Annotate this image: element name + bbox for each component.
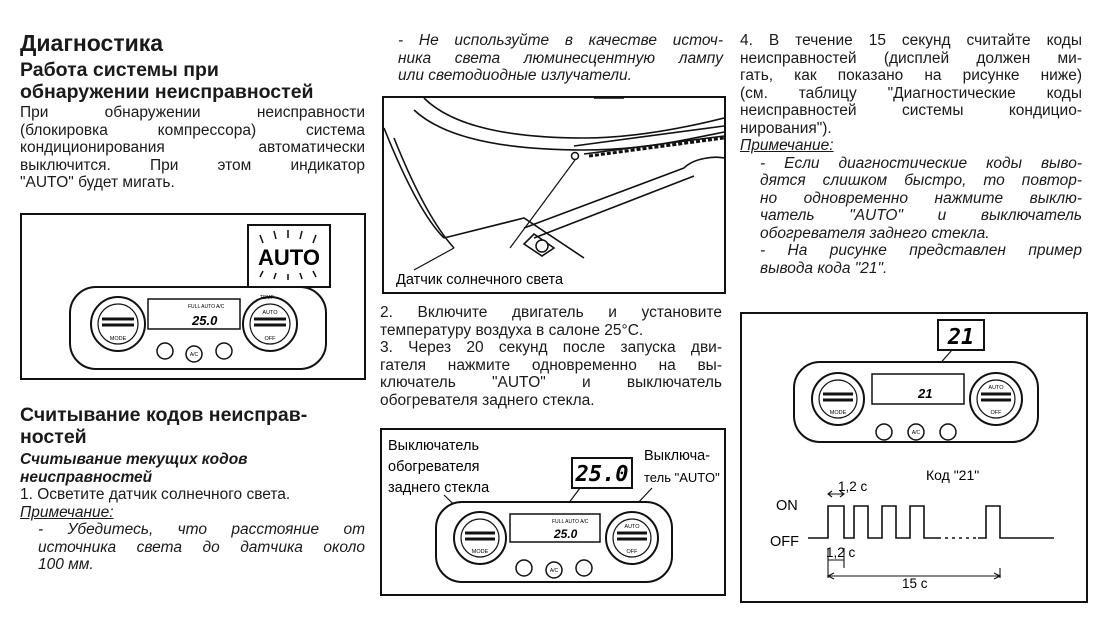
display-value: 25.0 [575, 462, 629, 487]
rear-defog-label-line2: обогревателя [388, 459, 480, 475]
mode-label-3: MODE [830, 410, 847, 416]
step-4: 4. В течение 15 секунд считайте коды неи… [740, 32, 1082, 277]
mode-label-2: MODE [472, 549, 489, 555]
auto-switch-label-line2: тель "AUTO" [644, 470, 720, 485]
figure-code-21: 21 MODE AUTO OFF 21 A/C Код "21" ON OFF … [740, 312, 1088, 603]
rear-defog-label-line1: Выключатель [388, 438, 479, 454]
column-1-lower: Считывание кодов неисправ- ностей Считыв… [20, 404, 365, 574]
pulse-label-top: 1,2 с [838, 479, 868, 494]
code-title: Код "21" [926, 467, 979, 483]
off-knob-label-3: OFF [991, 410, 1003, 416]
code-timing-illustration: 21 MODE AUTO OFF 21 A/C Код "21" ON OFF … [770, 319, 1054, 591]
figure-switches: Выключатель обогревателя заднего стекла … [380, 428, 726, 596]
steps-2-3: 2. Включите двигатель и установите темпе… [380, 304, 722, 409]
ac-button-label: A/C [190, 352, 199, 358]
lcd-top-text: FULL AUTO A/C [188, 304, 225, 310]
code-waveform [808, 490, 1054, 580]
sun-sensor-point [570, 151, 580, 161]
figure-auto-indicator: AUTO MODE AUTO OFF TEMP FULL AUTO A/C 25… [20, 213, 366, 380]
auto-switch-label-line1: Выключа- [644, 448, 710, 464]
reading-codes-heading: Считывание кодов неисправ- ностей [20, 404, 308, 448]
sensor-caption: Датчик солнечного света [396, 272, 564, 288]
intro-paragraph: При обнаружении неисправности (блокировк… [20, 104, 365, 191]
auto-knob-label-3: AUTO [988, 385, 1004, 391]
lcd-temp-text: 25.0 [191, 313, 218, 328]
off-knob-label-2: OFF [627, 549, 639, 555]
off-label: OFF [770, 534, 799, 550]
pulse-label-bottom: 1,2 с [826, 545, 856, 560]
page-title: Диагностика [20, 30, 164, 56]
mode-label: MODE [110, 336, 127, 342]
off-knob-label: OFF [265, 336, 277, 342]
code-display: 21 [947, 325, 975, 350]
note-label-3: Примечание: [740, 137, 834, 154]
ac-button-label-2: A/C [550, 568, 559, 574]
lamp-note: - Не используйте в качестве источ- ника … [398, 32, 723, 84]
current-codes-subheading: Считывание текущих кодов неисправностей [20, 451, 248, 486]
auto-knob-label-2: AUTO [624, 524, 640, 530]
temp-label: TEMP [260, 295, 275, 301]
note-3: - Если диагностические коды выво- дятся … [760, 154, 1082, 277]
step-1: 1. Осветите датчик солнечного света. [20, 486, 291, 503]
lcd-top-text-2: FULL AUTO A/C [552, 519, 589, 525]
rear-defog-label-line3: заднего стекла [388, 480, 490, 496]
lcd-code-text: 21 [917, 386, 932, 401]
sensor-illustration: Датчик солнечного света [384, 98, 724, 288]
auto-callout-text: AUTO [258, 245, 320, 270]
panel-illustration-2: Выключатель обогревателя заднего стекла … [388, 438, 720, 583]
note-label-1: Примечание: [20, 503, 114, 521]
column-1: Диагностика Работа системы при обнаружен… [20, 30, 365, 192]
lcd-temp-text-2: 25.0 [553, 527, 578, 541]
on-label: ON [776, 498, 798, 514]
total-time-label: 15 с [902, 576, 928, 591]
figure-sun-sensor: Датчик солнечного света [382, 96, 726, 294]
panel-illustration-1: AUTO MODE AUTO OFF TEMP FULL AUTO A/C 25… [69, 224, 331, 370]
note-1: - Убедитесь, что расстояние от источника… [38, 521, 365, 573]
section-heading: Работа системы при обнаружении неисправн… [20, 59, 314, 103]
ac-button-label-3: A/C [912, 430, 921, 436]
auto-knob-label: AUTO [262, 310, 278, 316]
